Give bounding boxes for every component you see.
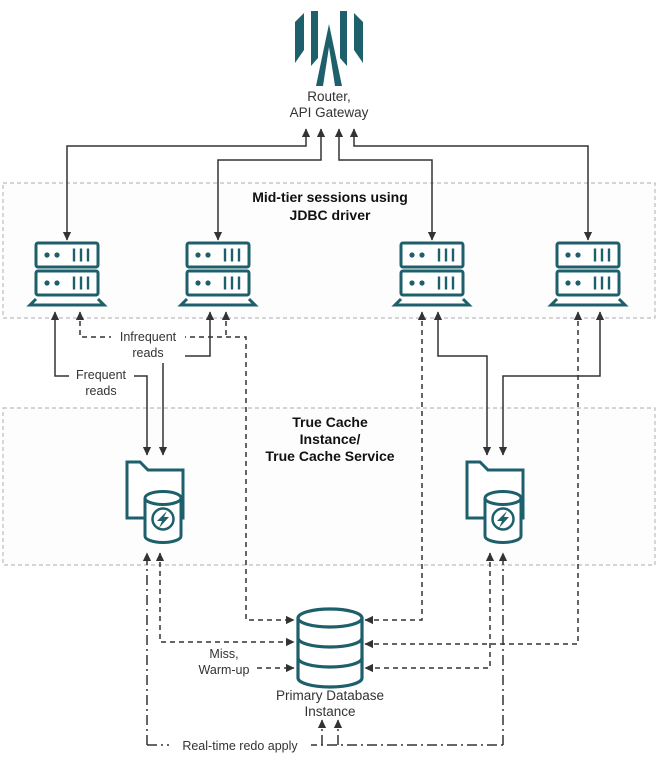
connector-infrequent-server4-db xyxy=(364,311,583,649)
frequent-reads-label-line1: Frequent xyxy=(76,368,127,382)
miss-warmup-label-line1: Miss, xyxy=(209,647,238,661)
truecache-zone-title-line2: Instance/ xyxy=(300,431,361,447)
primary-db-label-line2: Instance xyxy=(304,704,355,719)
connector-router-server-4 xyxy=(349,128,593,241)
connector-miss-cache-right-db xyxy=(364,552,495,673)
primary-database-icon xyxy=(296,607,364,689)
frequent-reads-label-line2: reads xyxy=(85,384,116,398)
truecache-zone-title-line1: True Cache xyxy=(292,414,368,430)
server-icon-1 xyxy=(28,241,106,307)
frequent-reads-label-bg xyxy=(69,365,134,401)
server-icon-3 xyxy=(393,241,471,307)
truecache-zone-title-line3: True Cache Service xyxy=(265,448,394,464)
miss-warmup-label-bg xyxy=(195,645,254,681)
connector-router-server-2 xyxy=(213,128,326,241)
redo-apply-label: Real-time redo apply xyxy=(182,739,298,753)
midtier-zone-title-line1: Mid-tier sessions using xyxy=(252,189,408,205)
primary-db-label-line1: Primary Database xyxy=(276,688,384,703)
server-icon-4 xyxy=(549,241,627,307)
midtier-zone-title-line2: JDBC driver xyxy=(290,207,371,223)
miss-warmup-label-line2: Warm-up xyxy=(199,663,250,677)
router-label-line1: Router, xyxy=(307,89,351,104)
redo-apply-label-bg xyxy=(169,736,311,756)
router-label-line2: API Gateway xyxy=(290,105,369,120)
infrequent-reads-label-bg xyxy=(111,327,185,363)
connector-miss-cache-left-db xyxy=(155,552,295,647)
server-icon-2 xyxy=(179,241,257,307)
infrequent-reads-label-line1: Infrequent xyxy=(120,330,177,344)
infrequent-reads-label-line2: reads xyxy=(132,346,163,360)
router-api-gateway-icon xyxy=(295,11,363,86)
